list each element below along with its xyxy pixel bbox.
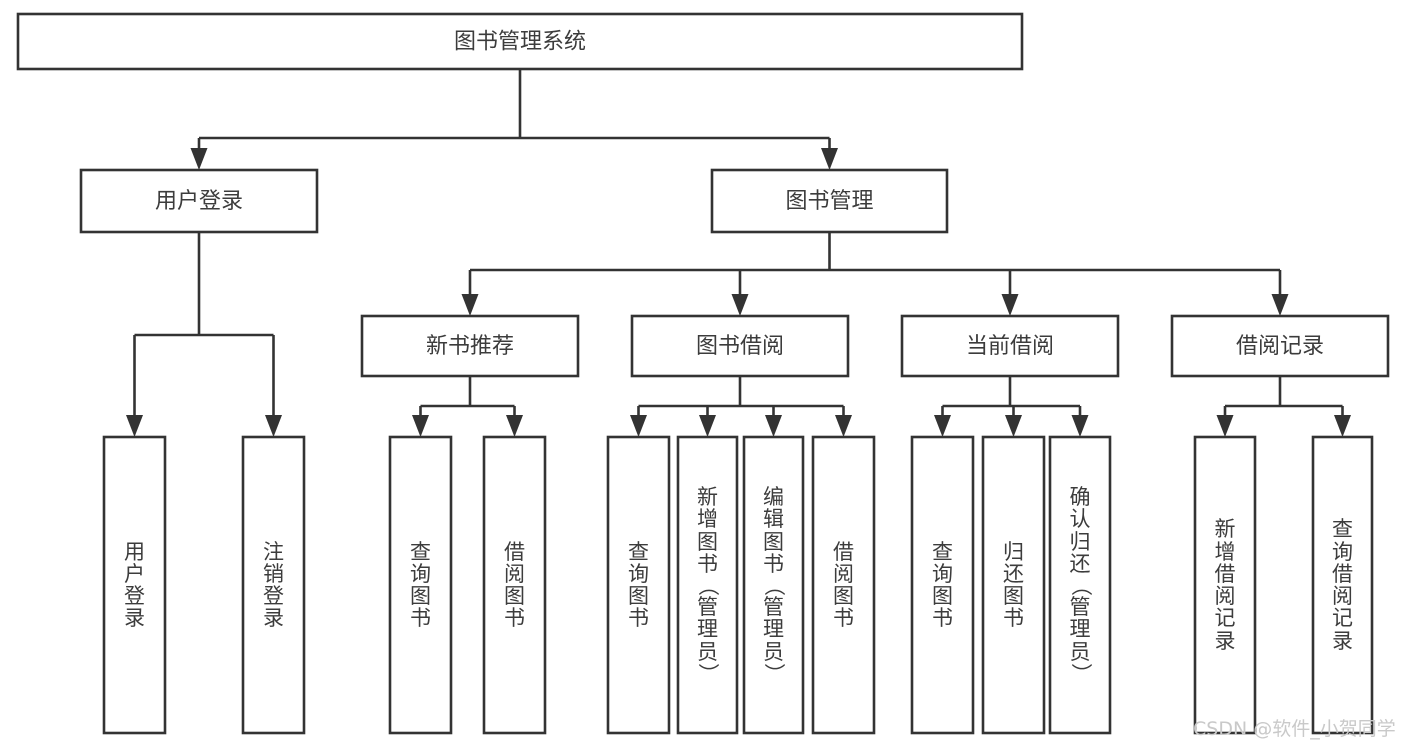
arrow-to-leaf-9 [1005, 415, 1022, 437]
node-box-l3-3[interactable] [1170, 314, 1390, 378]
arrow-to-leaf-2 [412, 415, 429, 437]
arrow-l2-to-l3-1 [731, 294, 749, 316]
node-label-l3-2: 当前借阅 [966, 334, 1054, 359]
node-box-root[interactable] [16, 12, 1024, 71]
arrow-to-leaf-3 [506, 415, 523, 437]
arrow-to-leaf-8 [934, 415, 951, 437]
arrow-to-leaf-6 [765, 415, 782, 437]
arrow-to-leaf-11 [1216, 415, 1234, 437]
node-box-leaf-7[interactable] [811, 435, 876, 735]
arrow-to-leaf-0 [126, 415, 143, 437]
arrow-l2-to-l3-3 [1271, 294, 1289, 316]
node-box-leaf-0[interactable] [102, 435, 167, 735]
node-box-leaf-10[interactable] [1048, 435, 1112, 735]
boxes-layer [16, 12, 1390, 735]
node-box-leaf-8[interactable] [910, 435, 975, 735]
node-label-l2-1: 图书管理 [785, 189, 873, 214]
node-box-leaf-9[interactable] [981, 435, 1046, 735]
arrow-to-leaf-12 [1334, 415, 1351, 437]
node-box-l3-2[interactable] [900, 314, 1120, 378]
arrow-root-to-l2-1 [821, 148, 838, 170]
node-box-leaf-6[interactable] [742, 435, 805, 735]
node-box-leaf-5[interactable] [676, 435, 739, 735]
arrow-to-leaf-5 [699, 415, 716, 437]
arrow-to-leaf-4 [630, 415, 647, 437]
node-box-leaf-12[interactable] [1311, 435, 1374, 735]
node-label-l3-3: 借阅记录 [1236, 334, 1324, 359]
node-label-l3-1: 图书借阅 [696, 334, 784, 359]
arrow-to-leaf-7 [835, 415, 852, 437]
node-box-leaf-11[interactable] [1193, 435, 1257, 735]
node-box-l2-1[interactable] [710, 168, 949, 234]
node-label-l3-0: 新书推荐 [426, 334, 514, 359]
arrow-to-leaf-10 [1071, 415, 1089, 437]
arrow-l2-to-l3-2 [1001, 294, 1019, 316]
arrow-root-to-l2-0 [190, 148, 208, 170]
node-box-l2-0[interactable] [79, 168, 319, 234]
node-box-l3-0[interactable] [360, 314, 580, 378]
arrow-l2-to-l3-0 [461, 294, 479, 316]
node-box-leaf-2[interactable] [388, 435, 453, 735]
node-box-leaf-3[interactable] [482, 435, 547, 735]
arrow-to-leaf-1 [265, 415, 282, 437]
node-label-l2-0: 用户登录 [155, 189, 243, 214]
node-box-l3-1[interactable] [630, 314, 850, 378]
node-label-root: 图书管理系统 [454, 30, 586, 55]
node-box-leaf-4[interactable] [606, 435, 671, 735]
node-box-leaf-1[interactable] [241, 435, 306, 735]
connectors-layer [126, 69, 1351, 437]
